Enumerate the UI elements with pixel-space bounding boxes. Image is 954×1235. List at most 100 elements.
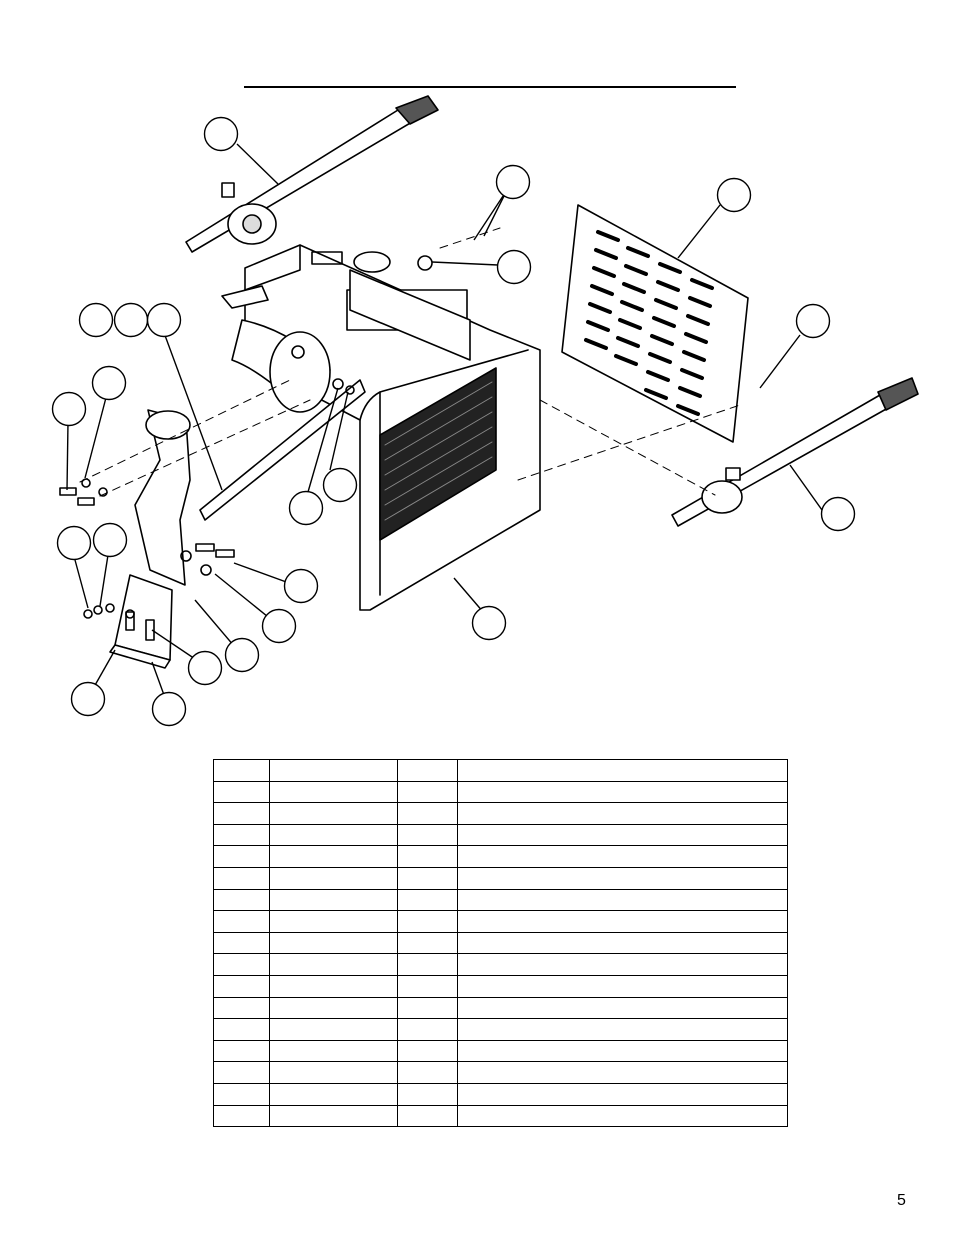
table-cell bbox=[213, 802, 270, 825]
chute-assembly bbox=[199, 285, 366, 521]
table-cell bbox=[457, 996, 788, 1020]
table-cell bbox=[397, 1039, 458, 1063]
table-cell bbox=[213, 974, 270, 998]
table-row bbox=[213, 910, 788, 933]
table-row bbox=[213, 759, 788, 782]
table-cell bbox=[397, 1061, 458, 1084]
table-cell bbox=[213, 1039, 270, 1063]
parts-list-table bbox=[213, 759, 788, 1128]
callout-circles bbox=[51, 116, 856, 727]
louvered-panel bbox=[561, 204, 749, 443]
table-row bbox=[213, 888, 788, 912]
foot-bracket bbox=[109, 574, 173, 669]
table-cell bbox=[269, 974, 398, 998]
table-cell bbox=[397, 845, 458, 868]
table-cell bbox=[457, 974, 788, 998]
table-cell bbox=[397, 996, 458, 1020]
table-cell bbox=[213, 823, 270, 847]
table-cell bbox=[269, 996, 398, 1020]
exploded-parts-diagram bbox=[51, 95, 919, 727]
table-cell bbox=[397, 910, 458, 933]
table-row bbox=[213, 845, 788, 868]
table-cell bbox=[269, 1018, 398, 1041]
table-cell bbox=[269, 759, 398, 782]
table-cell bbox=[269, 1104, 398, 1128]
table-cell bbox=[397, 1018, 458, 1041]
table-cell bbox=[457, 845, 788, 868]
table-cell bbox=[397, 780, 458, 804]
title-rule bbox=[244, 86, 736, 88]
table-cell bbox=[457, 802, 788, 825]
table-row bbox=[213, 1061, 788, 1084]
table-row bbox=[213, 974, 788, 998]
table-cell bbox=[457, 1104, 788, 1128]
table-cell bbox=[397, 888, 458, 912]
table-cell bbox=[457, 759, 788, 782]
table-cell bbox=[457, 866, 788, 890]
table-row bbox=[213, 1082, 788, 1106]
table-row bbox=[213, 823, 788, 847]
table-cell bbox=[457, 1082, 788, 1106]
table-cell bbox=[269, 866, 398, 890]
table-cell bbox=[457, 910, 788, 933]
table-cell bbox=[213, 910, 270, 933]
table-cell bbox=[269, 953, 398, 976]
table-row bbox=[213, 1039, 788, 1063]
parts-list-body bbox=[213, 759, 788, 1128]
table-cell bbox=[397, 802, 458, 825]
table-row bbox=[213, 1018, 788, 1041]
lower-right-handle bbox=[671, 377, 919, 527]
alignment-lines bbox=[79, 227, 741, 497]
table-cell bbox=[269, 845, 398, 868]
table-cell bbox=[213, 759, 270, 782]
table-cell bbox=[269, 1039, 398, 1063]
table-cell bbox=[457, 780, 788, 804]
table-cell bbox=[213, 845, 270, 868]
table-cell bbox=[269, 910, 398, 933]
upper-left-handle bbox=[185, 95, 439, 253]
table-cell bbox=[269, 931, 398, 955]
table-cell bbox=[397, 1082, 458, 1106]
table-cell bbox=[397, 1104, 458, 1128]
table-cell bbox=[397, 974, 458, 998]
table-cell bbox=[269, 823, 398, 847]
table-cell bbox=[397, 759, 458, 782]
table-cell bbox=[269, 888, 398, 912]
table-row bbox=[213, 931, 788, 955]
fasteners bbox=[59, 378, 355, 619]
table-row bbox=[213, 1104, 788, 1128]
table-cell bbox=[213, 996, 270, 1020]
table-cell bbox=[269, 802, 398, 825]
table-row bbox=[213, 866, 788, 890]
table-row bbox=[213, 780, 788, 804]
page-number: 5 bbox=[897, 1192, 906, 1209]
table-cell bbox=[269, 780, 398, 804]
table-cell bbox=[457, 1061, 788, 1084]
table-cell bbox=[213, 1104, 270, 1128]
table-row bbox=[213, 996, 788, 1020]
table-cell bbox=[397, 931, 458, 955]
table-cell bbox=[213, 1061, 270, 1084]
table-cell bbox=[397, 953, 458, 976]
grille-mesh bbox=[379, 367, 497, 541]
table-cell bbox=[269, 1082, 398, 1106]
table-cell bbox=[213, 931, 270, 955]
table-cell bbox=[397, 866, 458, 890]
table-cell bbox=[213, 1082, 270, 1106]
table-cell bbox=[457, 953, 788, 976]
table-cell bbox=[457, 1018, 788, 1041]
table-cell bbox=[213, 1018, 270, 1041]
table-row bbox=[213, 802, 788, 825]
table-cell bbox=[213, 780, 270, 804]
table-cell bbox=[269, 1061, 398, 1084]
table-cell bbox=[213, 888, 270, 912]
table-cell bbox=[457, 823, 788, 847]
table-cell bbox=[457, 888, 788, 912]
side-bracket bbox=[134, 409, 191, 586]
table-cell bbox=[457, 1039, 788, 1063]
table-cell bbox=[213, 866, 270, 890]
table-cell bbox=[213, 953, 270, 976]
table-row bbox=[213, 953, 788, 976]
table-cell bbox=[457, 931, 788, 955]
table-cell bbox=[397, 823, 458, 847]
